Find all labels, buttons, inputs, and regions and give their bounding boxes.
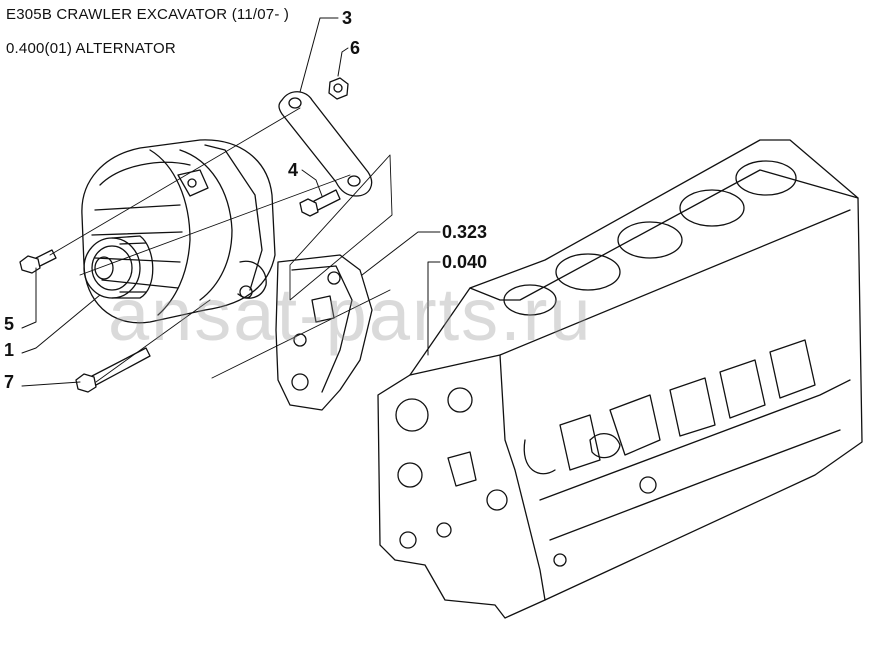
engine-block-drawing: [377, 139, 863, 619]
callout-leader-lines: [21, 17, 441, 387]
callout-4: 4: [288, 160, 299, 180]
callout-1: 1: [4, 340, 15, 360]
callout-7: 7: [4, 372, 15, 392]
callout-3: 3: [342, 8, 353, 28]
nut-drawing: [328, 77, 349, 100]
bolt-4-drawing: [299, 189, 341, 217]
bolt-5-drawing: [19, 249, 57, 274]
callout-5: 5: [4, 314, 15, 334]
diagram-title: E305B CRAWLER EXCAVATOR (11/07- ): [6, 6, 290, 23]
diagram-subtitle: 0.400(01) ALTERNATOR: [6, 40, 176, 57]
callout-0-323: 0.323: [442, 222, 488, 242]
callout-6: 6: [350, 38, 361, 58]
alternator-drawing: [81, 139, 276, 324]
watermark-text: ansat-parts.ru: [108, 273, 593, 356]
strap-bracket-drawing: [278, 91, 373, 197]
callout-0-040: 0.040: [442, 252, 488, 272]
